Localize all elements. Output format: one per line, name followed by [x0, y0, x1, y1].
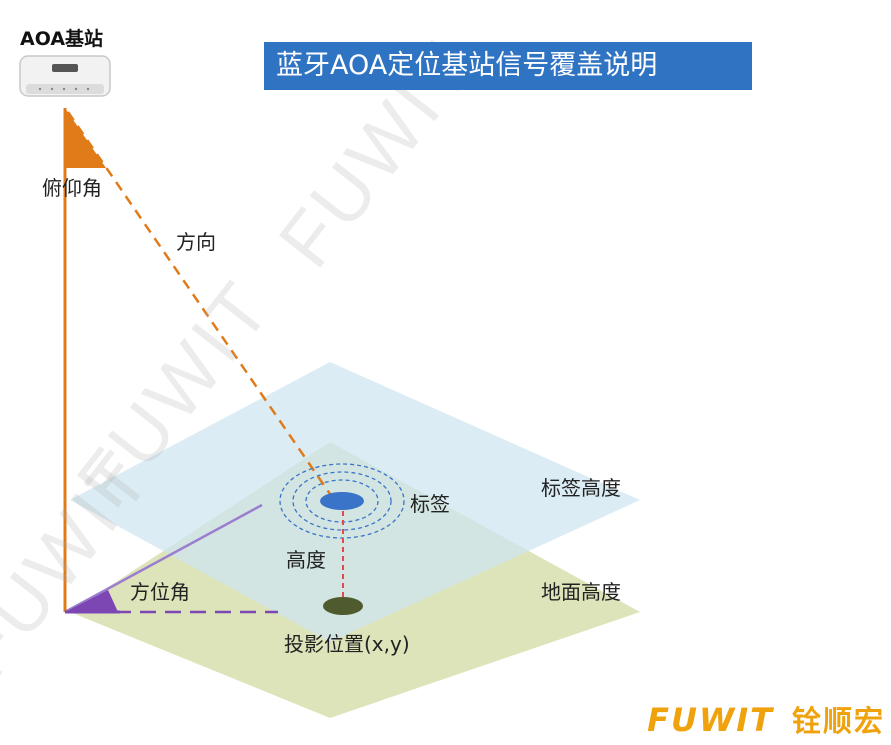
direction-line — [66, 111, 332, 495]
height-label: 高度 — [286, 548, 326, 572]
projection-marker — [323, 597, 363, 615]
elevation-angle-label: 俯仰角 — [42, 176, 102, 200]
ground-height-label: 地面高度 — [541, 580, 621, 604]
brand-latin: FUWIT — [647, 701, 774, 739]
direction-label: 方向 — [176, 230, 216, 254]
tag-label: 标签 — [410, 492, 450, 516]
station-label: AOA基站 — [20, 28, 104, 50]
tag-marker — [320, 492, 364, 510]
azimuth-angle-label: 方位角 — [130, 580, 190, 604]
brand-cn: 铨顺宏 — [791, 704, 885, 738]
brand-logo: FUWIT 铨顺宏 — [647, 700, 885, 740]
elevation-angle-wedge — [65, 108, 106, 168]
page-title: 蓝牙AOA定位基站信号覆盖说明 — [264, 42, 752, 90]
base-station-device — [19, 55, 111, 97]
azimuth-angle-wedge — [65, 590, 118, 612]
projection-label: 投影位置(x,y) — [284, 632, 410, 656]
azimuth-ray — [64, 503, 263, 614]
tag-height-label: 标签高度 — [541, 476, 621, 500]
